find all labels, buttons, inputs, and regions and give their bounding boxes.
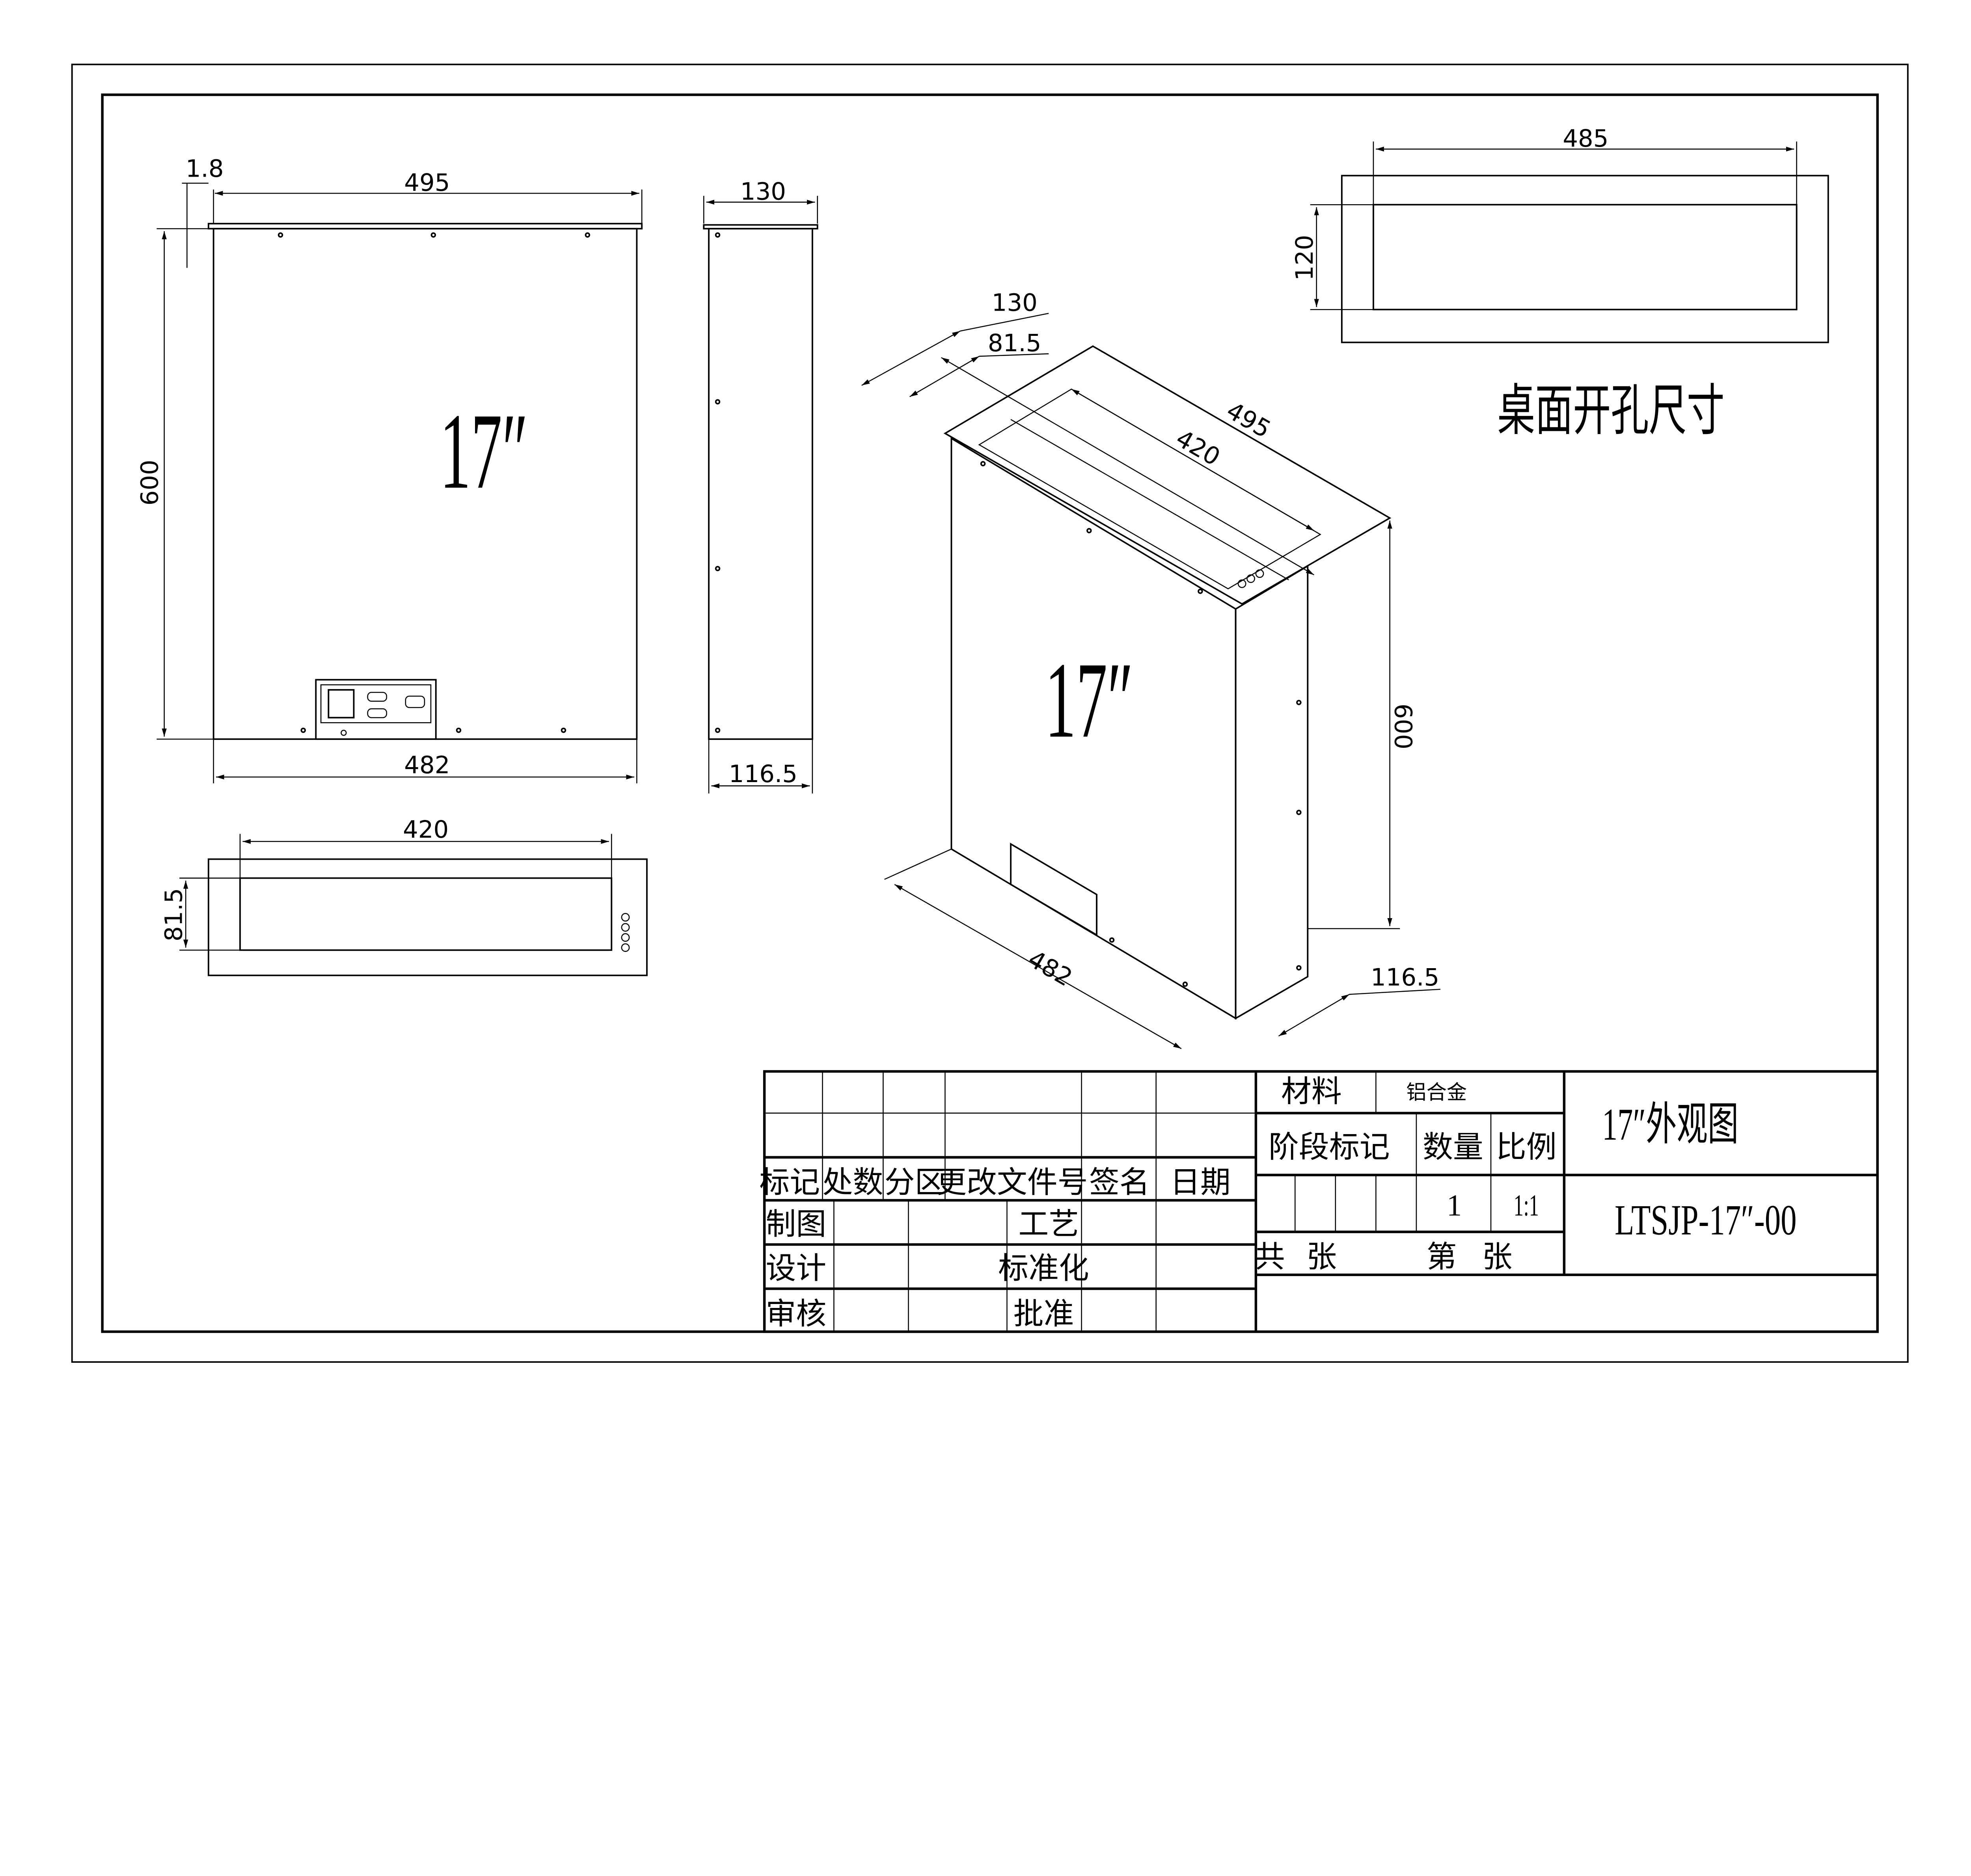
sheets-total-suffix: 张 bbox=[1306, 1240, 1337, 1274]
front-size-label: 17″ bbox=[440, 391, 528, 511]
role-process: 工艺 bbox=[1018, 1207, 1079, 1241]
outer-border bbox=[71, 63, 1909, 1363]
header-change-doc: 更改文件号 bbox=[936, 1166, 1088, 1200]
side-dim-top: 130 bbox=[740, 177, 786, 205]
front-dim-width: 495 bbox=[404, 169, 450, 197]
cutout-title: 桌面开孔尺寸 bbox=[1497, 380, 1725, 442]
sheet-no-suffix: 张 bbox=[1482, 1240, 1513, 1274]
cutout-dim-width: 485 bbox=[1563, 125, 1608, 153]
iso-dim-81-5: 81.5 bbox=[988, 329, 1041, 357]
quantity-value: 1 bbox=[1447, 1188, 1462, 1222]
quantity-label: 数量 bbox=[1423, 1130, 1483, 1164]
front-dim-bottom: 482 bbox=[404, 751, 450, 779]
title-block: 标记 处数 分区 更改文件号 签名 日期 制图 工艺 设计 标准化 审核 批准 … bbox=[759, 1070, 1879, 1333]
front-view: 495 1.8 600 482 17″ bbox=[136, 155, 643, 784]
header-signature: 签名 bbox=[1089, 1166, 1150, 1200]
material-value: 铝合金 bbox=[1406, 1081, 1467, 1104]
top-dim-width: 420 bbox=[403, 816, 449, 844]
side-dim-bottom: 116.5 bbox=[729, 760, 797, 788]
iso-dim-420: 420 bbox=[1171, 424, 1225, 471]
role-approve: 批准 bbox=[1013, 1297, 1074, 1331]
header-date: 日期 bbox=[1170, 1166, 1231, 1200]
scale-value: 1:1 bbox=[1514, 1188, 1539, 1222]
sheets-total-prefix: 共 bbox=[1255, 1240, 1285, 1274]
stage-label: 阶段标记 bbox=[1269, 1130, 1390, 1164]
drawing-number: LTSJP-17″-00 bbox=[1615, 1196, 1797, 1244]
front-dim-height: 600 bbox=[136, 460, 164, 505]
role-review: 审核 bbox=[766, 1297, 826, 1331]
side-view: 130 116.5 bbox=[703, 177, 818, 794]
isometric-view: 130 81.5 495 420 600 482 116.5 17″ bbox=[861, 289, 1440, 1049]
header-count: 处数 bbox=[823, 1166, 883, 1200]
front-dim-top: 1.8 bbox=[186, 155, 224, 183]
iso-dim-130: 130 bbox=[992, 289, 1038, 317]
header-mark: 标记 bbox=[759, 1166, 820, 1200]
top-dim-depth: 81.5 bbox=[160, 888, 188, 942]
cutout-view: 485 120 桌面开孔尺寸 bbox=[1291, 125, 1829, 442]
material-label: 材料 bbox=[1281, 1075, 1342, 1108]
role-design: 设计 bbox=[766, 1252, 826, 1285]
drawing-title: 17″外观图 bbox=[1602, 1099, 1738, 1149]
iso-dim-116-5: 116.5 bbox=[1371, 963, 1439, 991]
iso-size-label: 17″ bbox=[1045, 640, 1133, 760]
technical-drawing: 495 1.8 600 482 17″ 130 116.5 420 81.5 bbox=[71, 63, 1909, 1363]
top-view: 420 81.5 bbox=[160, 816, 648, 976]
scale-label: 比例 bbox=[1496, 1130, 1557, 1164]
role-draw: 制图 bbox=[766, 1207, 826, 1241]
role-standard: 标准化 bbox=[998, 1252, 1089, 1285]
connector-panel bbox=[315, 679, 437, 740]
header-zone: 分区 bbox=[885, 1166, 945, 1200]
cutout-dim-depth: 120 bbox=[1291, 235, 1319, 281]
sheet-no-prefix: 第 bbox=[1427, 1240, 1457, 1274]
iso-dim-600: 600 bbox=[1389, 704, 1417, 749]
